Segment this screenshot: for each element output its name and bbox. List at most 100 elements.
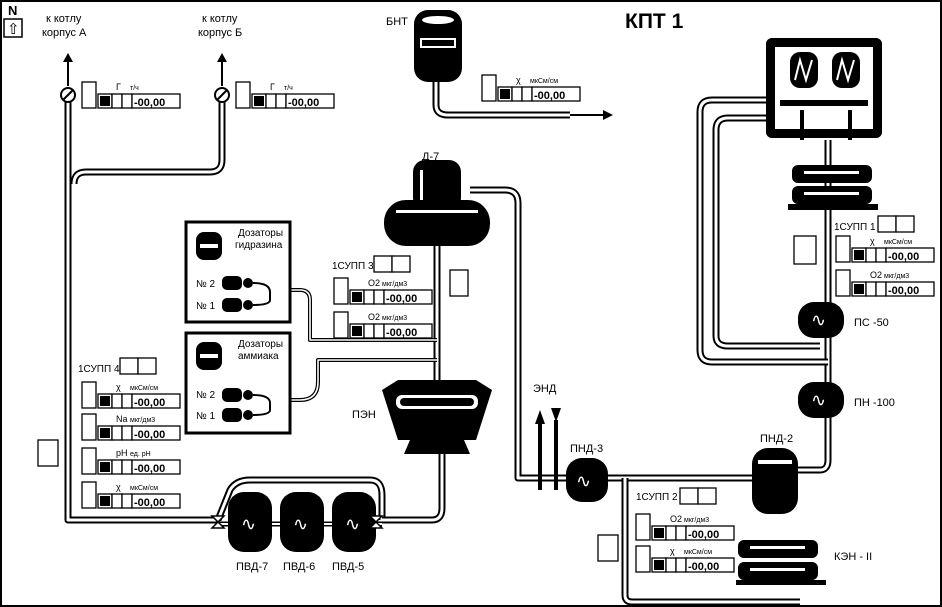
meter-value: -00,00 (134, 497, 165, 509)
meter-value-box (131, 393, 181, 409)
valve-b-icon (214, 87, 230, 103)
d7-label: Д-7 (422, 151, 439, 163)
heater-pnd3[interactable]: ∿ (566, 458, 608, 502)
meter-value: -00,00 (888, 285, 919, 297)
valve-pvd-out-icon[interactable] (368, 515, 384, 529)
meter-box-2 (675, 557, 687, 573)
svg-text:∿: ∿ (345, 514, 360, 535)
ammonia-pump-2[interactable] (222, 388, 253, 402)
pvd7-label: ПВД-7 (236, 561, 268, 573)
meter-box-2 (121, 393, 133, 409)
meter-status-box (333, 311, 349, 339)
meter-value-box (685, 557, 735, 573)
svg-text:∿: ∿ (241, 514, 256, 535)
sampler-supp2[interactable]: 1СУПП 2 (636, 487, 717, 505)
meter-param: Na (116, 414, 128, 424)
heater-pvd7[interactable]: ∿ (228, 492, 272, 552)
meter-box-1 (665, 525, 677, 541)
heater-ps50[interactable]: ∿ (798, 302, 844, 338)
meter-value: -00,00 (386, 293, 417, 305)
meter-box-1 (111, 493, 123, 509)
meter-box-2 (373, 289, 385, 305)
meter-value: -00,00 (134, 463, 165, 475)
meter-status-box (835, 269, 851, 297)
meter-box-2 (121, 493, 133, 509)
meter-value-box (285, 93, 335, 109)
heater-pvd5[interactable]: ∿ (332, 492, 376, 552)
ammonia-pump-1[interactable] (222, 408, 253, 422)
supp3-label: 1СУПП 3 (332, 261, 374, 272)
condensate-pumps[interactable] (788, 165, 878, 210)
meter-mode-icon-fill (100, 496, 110, 506)
meter-box-1 (111, 393, 123, 409)
meter-param: χ (670, 546, 675, 556)
north-nav-button[interactable]: N ⇧ (3, 3, 23, 38)
supp4-status-box (37, 439, 59, 467)
meter-mode-icon-fill (100, 396, 110, 406)
heater-pn100[interactable]: ∿ (798, 382, 844, 418)
heater-pvd6[interactable]: ∿ (280, 492, 324, 552)
sampler-supp3[interactable]: 1СУПП 3 (332, 255, 411, 273)
bnt-tank[interactable] (414, 10, 462, 82)
bnt-outlet-arrow-icon (570, 110, 613, 120)
dest-b-label-1: к котлу (202, 13, 238, 25)
meter-unit: т/ч (130, 85, 139, 92)
ammonia-doser-panel (184, 331, 292, 435)
meter-value: -00,00 (134, 397, 165, 409)
meter-value: -00,00 (288, 97, 319, 109)
hydrazine-tank[interactable] (196, 232, 222, 260)
ammonia-label-1: Дозаторы (238, 339, 283, 350)
meter-mode-icon-fill (854, 250, 864, 260)
meter-status-box (81, 447, 97, 475)
meter-status-box (635, 545, 651, 573)
sampler-supp4[interactable]: 1СУПП 4 (78, 357, 157, 375)
sampler-supp1[interactable]: 1СУПП 1 (834, 215, 915, 233)
pump-pen[interactable] (382, 380, 492, 454)
condenser[interactable] (766, 38, 882, 140)
meter-box-1 (111, 425, 123, 441)
end-ejector (535, 408, 561, 424)
meter-mode-icon-fill (654, 560, 664, 570)
pump-ken2[interactable] (736, 540, 826, 585)
meter-box-1 (665, 557, 677, 573)
meter-value-box (131, 425, 181, 441)
meter-mode-icon-fill (100, 462, 110, 472)
supp1-status-box (793, 235, 817, 265)
hydrazine-pump-1[interactable] (222, 298, 253, 312)
valve-a-icon (60, 87, 76, 103)
ammonia-n1-label: № 1 (196, 411, 216, 422)
hydrazine-pump-2[interactable] (222, 276, 253, 290)
end-label: ЭНД (533, 383, 557, 395)
hydrazine-label-2: гидразина (235, 240, 283, 251)
valve-pvd-in-icon[interactable] (210, 515, 226, 529)
deaerator-d7[interactable] (384, 160, 490, 246)
meter-unit: мкСм/см (684, 549, 712, 556)
ammonia-tank[interactable] (196, 342, 222, 370)
meter-value-box (885, 281, 935, 297)
ps50-label: ПС -50 (854, 317, 889, 329)
meter-mode-icon-fill (500, 89, 510, 99)
meter-box-2 (121, 93, 133, 109)
meter-mode-icon-fill (854, 284, 864, 294)
supp2-label: 1СУПП 2 (636, 492, 678, 503)
meter-value: -00,00 (134, 429, 165, 441)
meter-mode-icon-fill (352, 326, 362, 336)
meter-mode-icon-fill (254, 96, 264, 106)
nav-letter: N (8, 3, 17, 18)
meter-value-box (885, 247, 935, 263)
heater-pnd2[interactable] (752, 448, 798, 514)
ammonia-label-2: аммиака (238, 351, 279, 362)
